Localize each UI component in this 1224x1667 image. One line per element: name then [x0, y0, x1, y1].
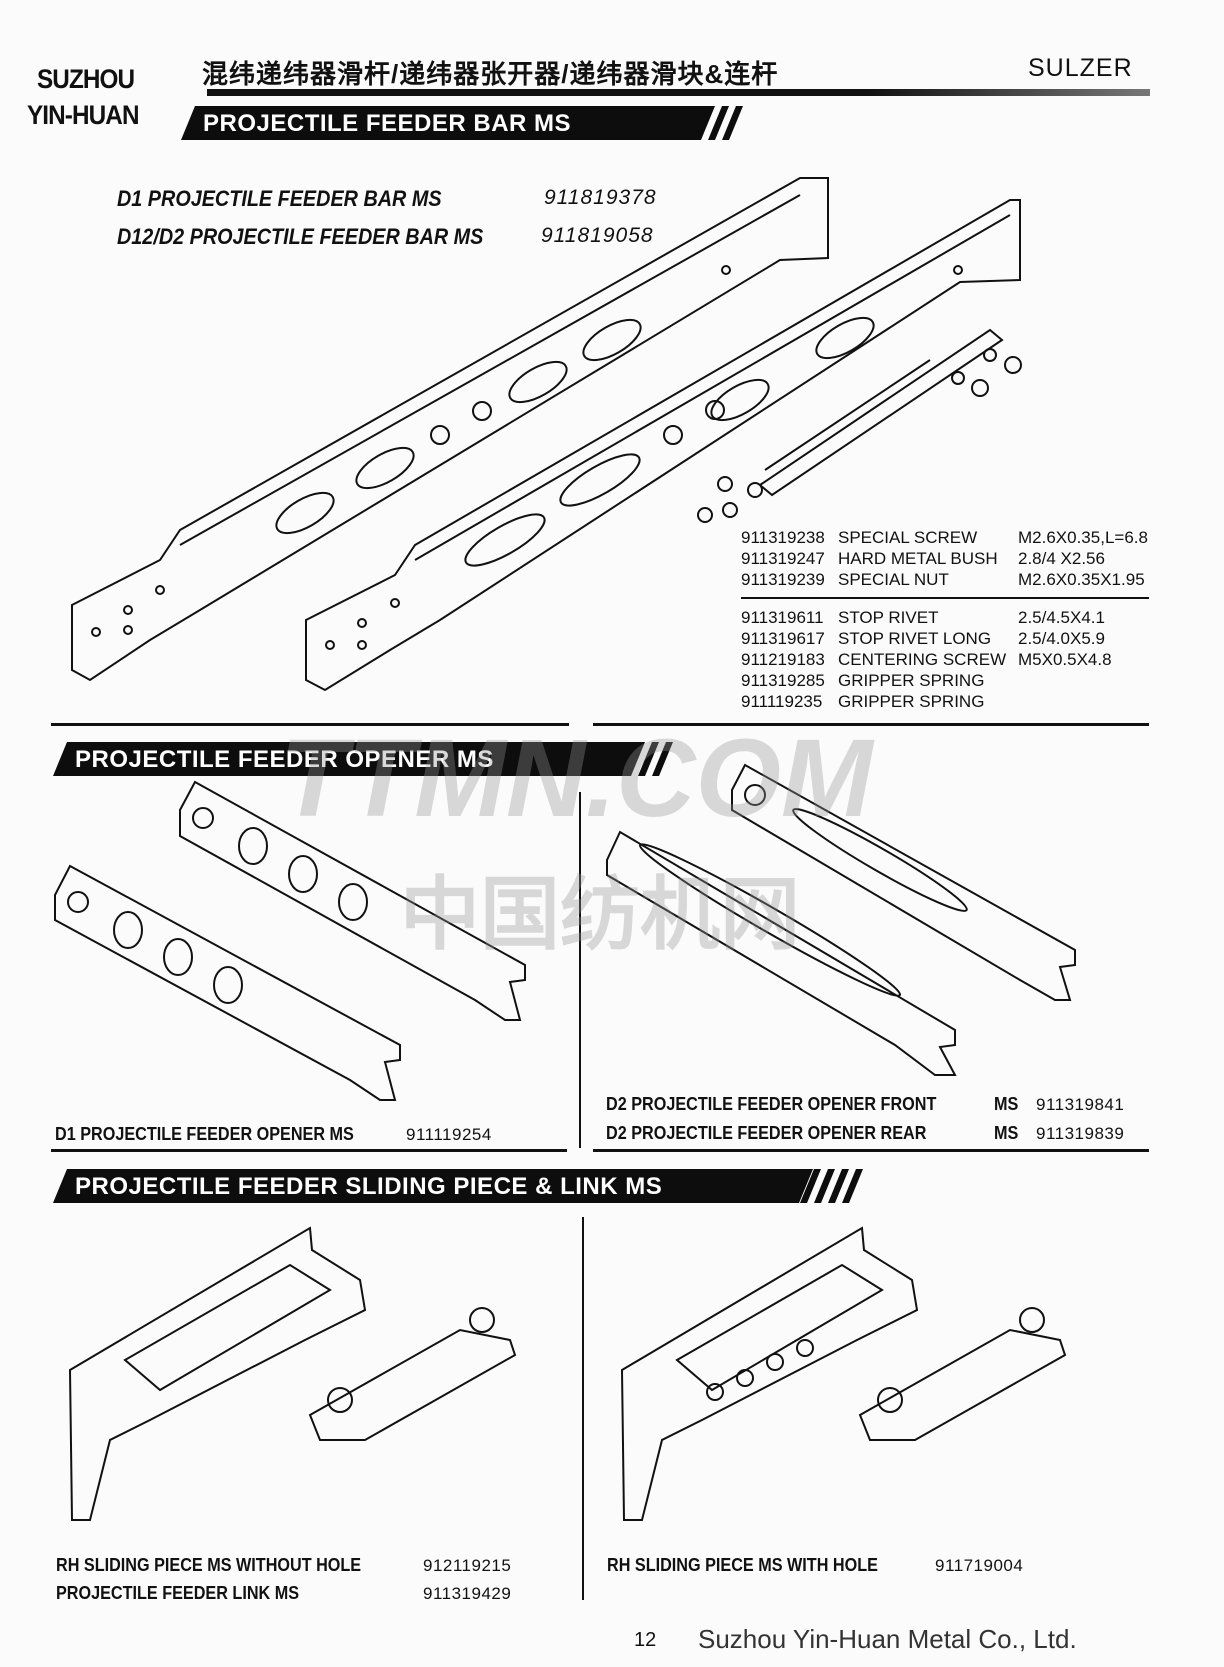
part-title: D1 PROJECTILE FEEDER BAR MS [117, 186, 442, 211]
table-cell: 911119235 [741, 692, 823, 711]
part-suffix: MS [994, 1094, 1019, 1114]
watermark-text: TTMN.COM [280, 717, 873, 840]
section-banner-opener: PROJECTILE FEEDER OPENER MS [53, 742, 643, 776]
table-cell: CENTERING SCREW [838, 650, 1007, 669]
watermark-text: 中国纺机网 [400, 870, 800, 959]
section-rule [593, 723, 1149, 726]
opener-d2-drawing [606, 763, 1076, 1076]
part-number: 911119254 [406, 1125, 492, 1144]
column-divider [582, 1217, 584, 1600]
table-cell: STOP RIVET LONG [838, 629, 992, 648]
feeder-bar-drawing-1 [71, 177, 829, 682]
table-cell: M5X0.5X4.8 [1018, 650, 1112, 669]
part-title: D12/D2 PROJECTILE FEEDER BAR MS [117, 224, 484, 249]
banner-text: PROJECTILE FEEDER BAR MS [203, 110, 572, 137]
part-number: 911719004 [935, 1556, 1024, 1575]
footer-company: Suzhou Yin-Huan Metal Co., Ltd. [698, 1624, 1077, 1654]
part-suffix: MS [994, 1123, 1019, 1143]
table-cell: 911319285 [741, 671, 825, 690]
chinese-title: 混纬递纬器滑杆/递纬器张开器/递纬器滑块&连杆 [202, 59, 779, 89]
part-number: 911819378 [544, 186, 657, 209]
table-cell: SPECIAL NUT [838, 570, 949, 589]
part-number: 911319841 [1036, 1095, 1125, 1114]
table-cell: 911319617 [741, 629, 825, 648]
table-cell: GRIPPER SPRING [838, 671, 985, 690]
rod-and-screws-drawing [697, 328, 1022, 523]
table-cell: 911319247 [741, 549, 825, 568]
part-title: RH SLIDING PIECE MS WITH HOLE [607, 1555, 878, 1575]
sliding-piece-with-hole-drawing [620, 1226, 1067, 1521]
section-banner-sliding-piece: PROJECTILE FEEDER SLIDING PIECE & LINK M… [53, 1169, 813, 1203]
table-cell: 911319238 [741, 528, 825, 547]
table-cell: 2.5/4.0X5.9 [1018, 629, 1105, 648]
section-banner-feeder-bar: PROJECTILE FEEDER BAR MS [181, 106, 711, 140]
brand-name: SULZER [1028, 54, 1133, 82]
part-title: D2 PROJECTILE FEEDER OPENER FRONT [606, 1094, 937, 1114]
table-cell: 911319239 [741, 570, 825, 589]
table-cell: GRIPPER SPRING [838, 692, 985, 711]
banner-text: PROJECTILE FEEDER SLIDING PIECE & LINK M… [75, 1173, 663, 1200]
banner-stripes [666, 106, 743, 140]
section-rule [51, 1149, 567, 1152]
feeder-bar-drawing-2 [305, 199, 1021, 692]
opener-d1-drawing [54, 780, 526, 1101]
table-cell: M2.6X0.35,L=6.8 [1018, 528, 1148, 547]
column-divider [579, 792, 581, 1148]
banner-stripes [596, 742, 673, 776]
part-title: D1 PROJECTILE FEEDER OPENER MS [55, 1124, 354, 1144]
banner-stripes [786, 1169, 863, 1203]
table-cell: SPECIAL SCREW [838, 528, 978, 547]
part-number: 912119215 [423, 1556, 512, 1575]
table-cell: 911219183 [741, 650, 825, 669]
company-logo-line2: YIN-HUAN [27, 100, 140, 130]
section-rule [593, 1149, 1149, 1152]
banner-text: PROJECTILE FEEDER OPENER MS [75, 746, 494, 773]
part-number: 911319429 [423, 1584, 512, 1603]
header-rule [207, 89, 1150, 96]
section-rule [51, 723, 569, 726]
sliding-piece-without-hole-drawing [68, 1226, 517, 1521]
part-number: 911819058 [541, 224, 654, 247]
part-title: RH SLIDING PIECE MS WITHOUT HOLE [56, 1555, 362, 1575]
table-cell: 2.8/4 X2.56 [1018, 549, 1105, 568]
company-logo-line1: SUZHOU [37, 64, 135, 94]
page-number: 12 [634, 1629, 657, 1651]
table-cell: 911319611 [741, 608, 824, 627]
table-cell: STOP RIVET [838, 608, 939, 627]
part-title: D2 PROJECTILE FEEDER OPENER REAR [606, 1123, 927, 1143]
table-cell: 2.5/4.5X4.1 [1018, 608, 1105, 627]
part-number: 911319839 [1036, 1124, 1125, 1143]
table-cell: HARD METAL BUSH [838, 549, 998, 568]
part-title: PROJECTILE FEEDER LINK MS [56, 1583, 300, 1603]
table-divider [741, 597, 1149, 599]
table-cell: M2.6X0.35X1.95 [1018, 570, 1145, 589]
